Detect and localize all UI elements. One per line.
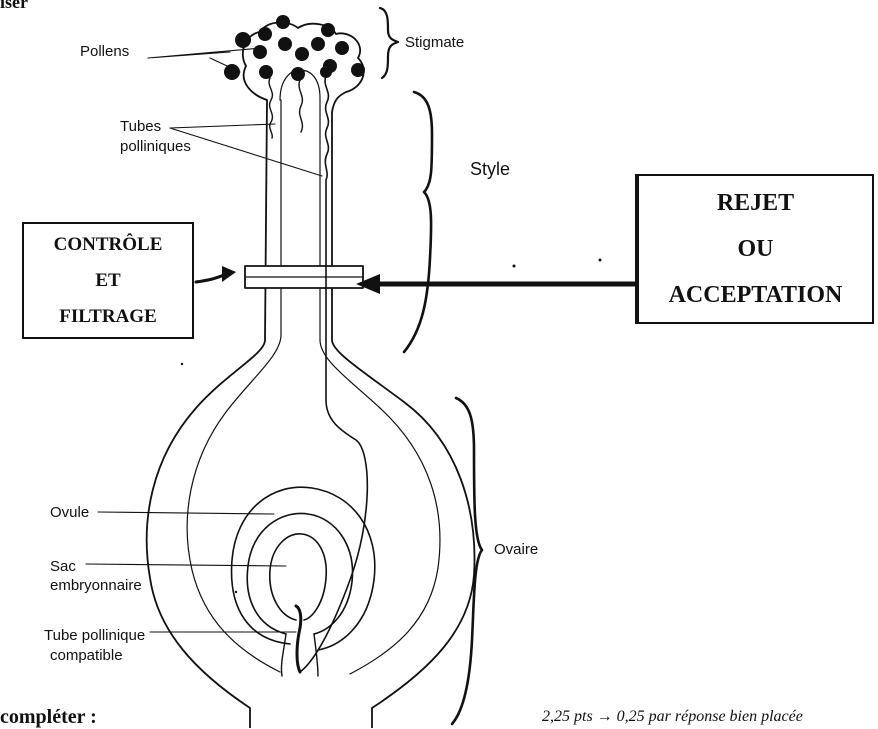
brace-stigmate [380, 8, 398, 78]
box-left-line-3: FILTRAGE [59, 299, 157, 335]
controle-filtrage-box: CONTRÔLE ET FILTRAGE [22, 222, 194, 339]
label-compatible: compatible [50, 647, 123, 664]
brace-ovaire [452, 398, 482, 724]
label-polliniques: polliniques [120, 138, 191, 155]
pollen-tube-2 [299, 80, 302, 132]
label-ovule: Ovule [50, 504, 89, 521]
label-stigmate: Stigmate [405, 34, 464, 51]
label-tube-pollinique: Tube pollinique [44, 627, 145, 644]
label-ovaire: Ovaire [494, 541, 538, 558]
pollen-tube-compatible [296, 606, 301, 672]
label-pollens: Pollens [80, 43, 129, 60]
box-right-line-3: ACCEPTATION [669, 272, 843, 318]
pollen-tube-long [300, 76, 367, 672]
leader-ovule [98, 512, 274, 514]
pollen-tube-1 [269, 78, 272, 138]
leader-tubes [170, 124, 322, 176]
label-embryonnaire: embryonnaire [50, 577, 142, 594]
box-right-line-1: REJET [717, 180, 794, 226]
box-left-line-1: CONTRÔLE [54, 227, 163, 263]
brace-style [404, 92, 432, 352]
label-style: Style [470, 161, 510, 178]
specks [181, 259, 602, 594]
rejet-acceptation-box: REJET OU ACCEPTATION [635, 174, 874, 324]
leader-sac [86, 564, 286, 566]
style-tissue [187, 335, 440, 674]
pistil-outline [147, 22, 475, 728]
arrow-left-box [196, 274, 226, 282]
arrow-left-head [222, 266, 236, 282]
header-fragment: iser [0, 0, 28, 11]
label-tubes: Tubes [120, 118, 161, 135]
footer-left-fragment: compléter : [0, 706, 97, 729]
box-left-line-2: ET [95, 263, 120, 299]
box-right-line-2: OU [738, 226, 774, 272]
label-sac: Sac [50, 558, 76, 575]
footer-points-note: 2,25 pts → 0,25 par réponse bien placée [542, 708, 803, 726]
